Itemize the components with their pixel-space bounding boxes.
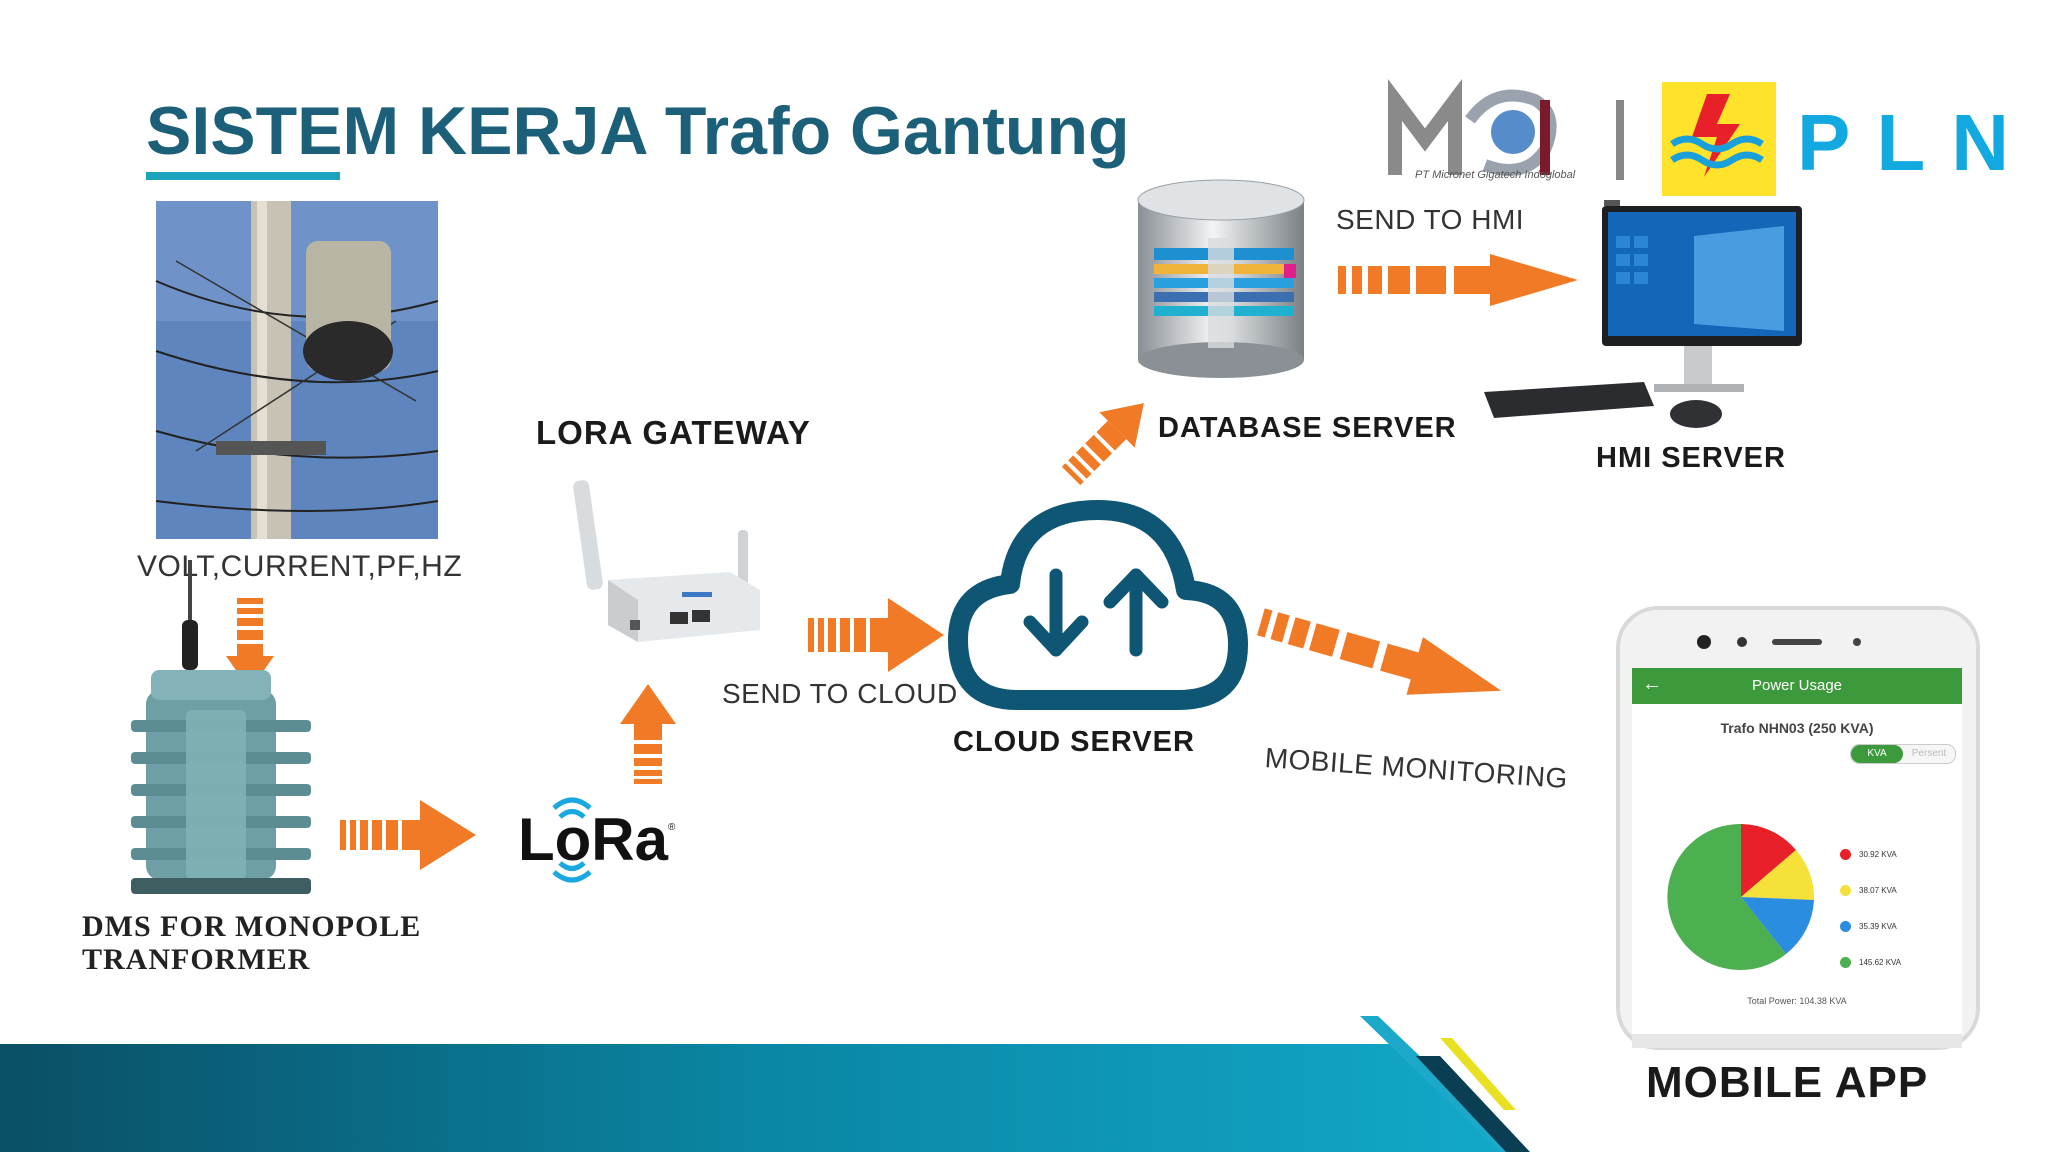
- database-server-label: DATABASE SERVER: [1158, 412, 1457, 444]
- legend-item: 145.62 KVA: [1840, 944, 1950, 980]
- arrow-up-to-gateway: [620, 684, 676, 784]
- title-underline: [146, 172, 340, 180]
- mgi-subtitle: PT Micronet Gigatech Indoglobal: [1415, 169, 1576, 181]
- power-pie-chart: [1667, 823, 1815, 970]
- toggle-persent[interactable]: Persent: [1911, 748, 1947, 759]
- legend-label: 38.07 KVA: [1859, 885, 1897, 895]
- legend-dot: [1840, 884, 1851, 896]
- slide-title: SISTEM KERJA Trafo Gantung: [146, 93, 1130, 169]
- legend-label: 30.92 KVA: [1859, 849, 1897, 859]
- pln-text: PLN: [1797, 98, 2035, 187]
- total-power: Total Power: 104.38 KVA: [1747, 996, 1847, 1006]
- legend-item: 30.92 KVA: [1840, 836, 1950, 872]
- back-arrow-icon[interactable]: ←: [1642, 673, 1662, 695]
- pie-legend: 30.92 KVA 38.07 KVA 35.39 KVA 145.62 KVA: [1840, 836, 1950, 980]
- dms-device-image: [131, 560, 311, 894]
- cloud-server-label: CLOUD SERVER: [953, 726, 1195, 758]
- legend-dot: [1840, 920, 1851, 932]
- legend-label: 145.62 KVA: [1859, 957, 1902, 967]
- phone-bottom-bar: [1632, 1034, 1962, 1048]
- svg-text:®: ®: [668, 822, 676, 833]
- pln-logo: PLN: [1662, 82, 2009, 196]
- mobile-app-label: MOBILE APP: [1646, 1058, 1929, 1107]
- legend-item: 35.39 KVA: [1840, 908, 1950, 944]
- mobile-phone: ← Power Usage Trafo NHN03 (250 KVA) KVA …: [1612, 606, 1982, 1050]
- lora-logo-text: LoRa: [518, 806, 669, 873]
- app-subtitle: Trafo NHN03 (250 KVA): [1720, 720, 1874, 736]
- arrow-cloud-to-mobile: [1257, 608, 1502, 695]
- phone-screen: ← Power Usage Trafo NHN03 (250 KVA) KVA …: [1632, 668, 1962, 1048]
- hmi-computer-image: [1484, 200, 1802, 428]
- mobile-monitoring-label: MOBILE MONITORING: [1263, 742, 1569, 795]
- hmi-server-label: HMI SERVER: [1596, 442, 1786, 474]
- toggle-kva[interactable]: KVA: [1851, 745, 1903, 763]
- dms-label-line1: DMS FOR MONOPOLE: [82, 910, 422, 943]
- unit-toggle[interactable]: KVA Persent: [1850, 744, 1956, 764]
- lora-gateway-label: LORA GATEWAY: [536, 414, 811, 451]
- legend-label: 35.39 KVA: [1859, 921, 1897, 931]
- arrow-dms-to-lora: [340, 800, 476, 870]
- send-to-hmi-label: SEND TO HMI: [1336, 204, 1525, 235]
- lora-logo: LoRa ®: [518, 797, 676, 883]
- legend-item: 38.07 KVA: [1840, 872, 1950, 908]
- pole-transformer-photo: [155, 201, 439, 539]
- mgi-logo: PT Micronet Gigatech Indoglobal: [1388, 79, 1624, 181]
- legend-dot: [1840, 848, 1851, 860]
- arrow-database-to-hmi: [1338, 254, 1578, 306]
- send-to-cloud-label: SEND TO CLOUD: [722, 678, 958, 709]
- cloud-upload-download-icon: [948, 500, 1248, 710]
- dms-label: DMS FOR MONOPOLE TRANFORMER: [82, 910, 421, 976]
- app-header-title: Power Usage: [1751, 677, 1843, 694]
- app-header-bar: [1632, 668, 1962, 704]
- footer-band: [0, 1016, 1530, 1152]
- legend-dot: [1840, 956, 1851, 968]
- lora-gateway-image: [573, 480, 760, 642]
- dms-label-line2: TRANFORMER: [82, 943, 311, 976]
- arrow-cloud-to-database: [1061, 403, 1144, 486]
- database-server-image: [1137, 179, 1305, 378]
- arrow-gateway-to-cloud: [808, 598, 944, 672]
